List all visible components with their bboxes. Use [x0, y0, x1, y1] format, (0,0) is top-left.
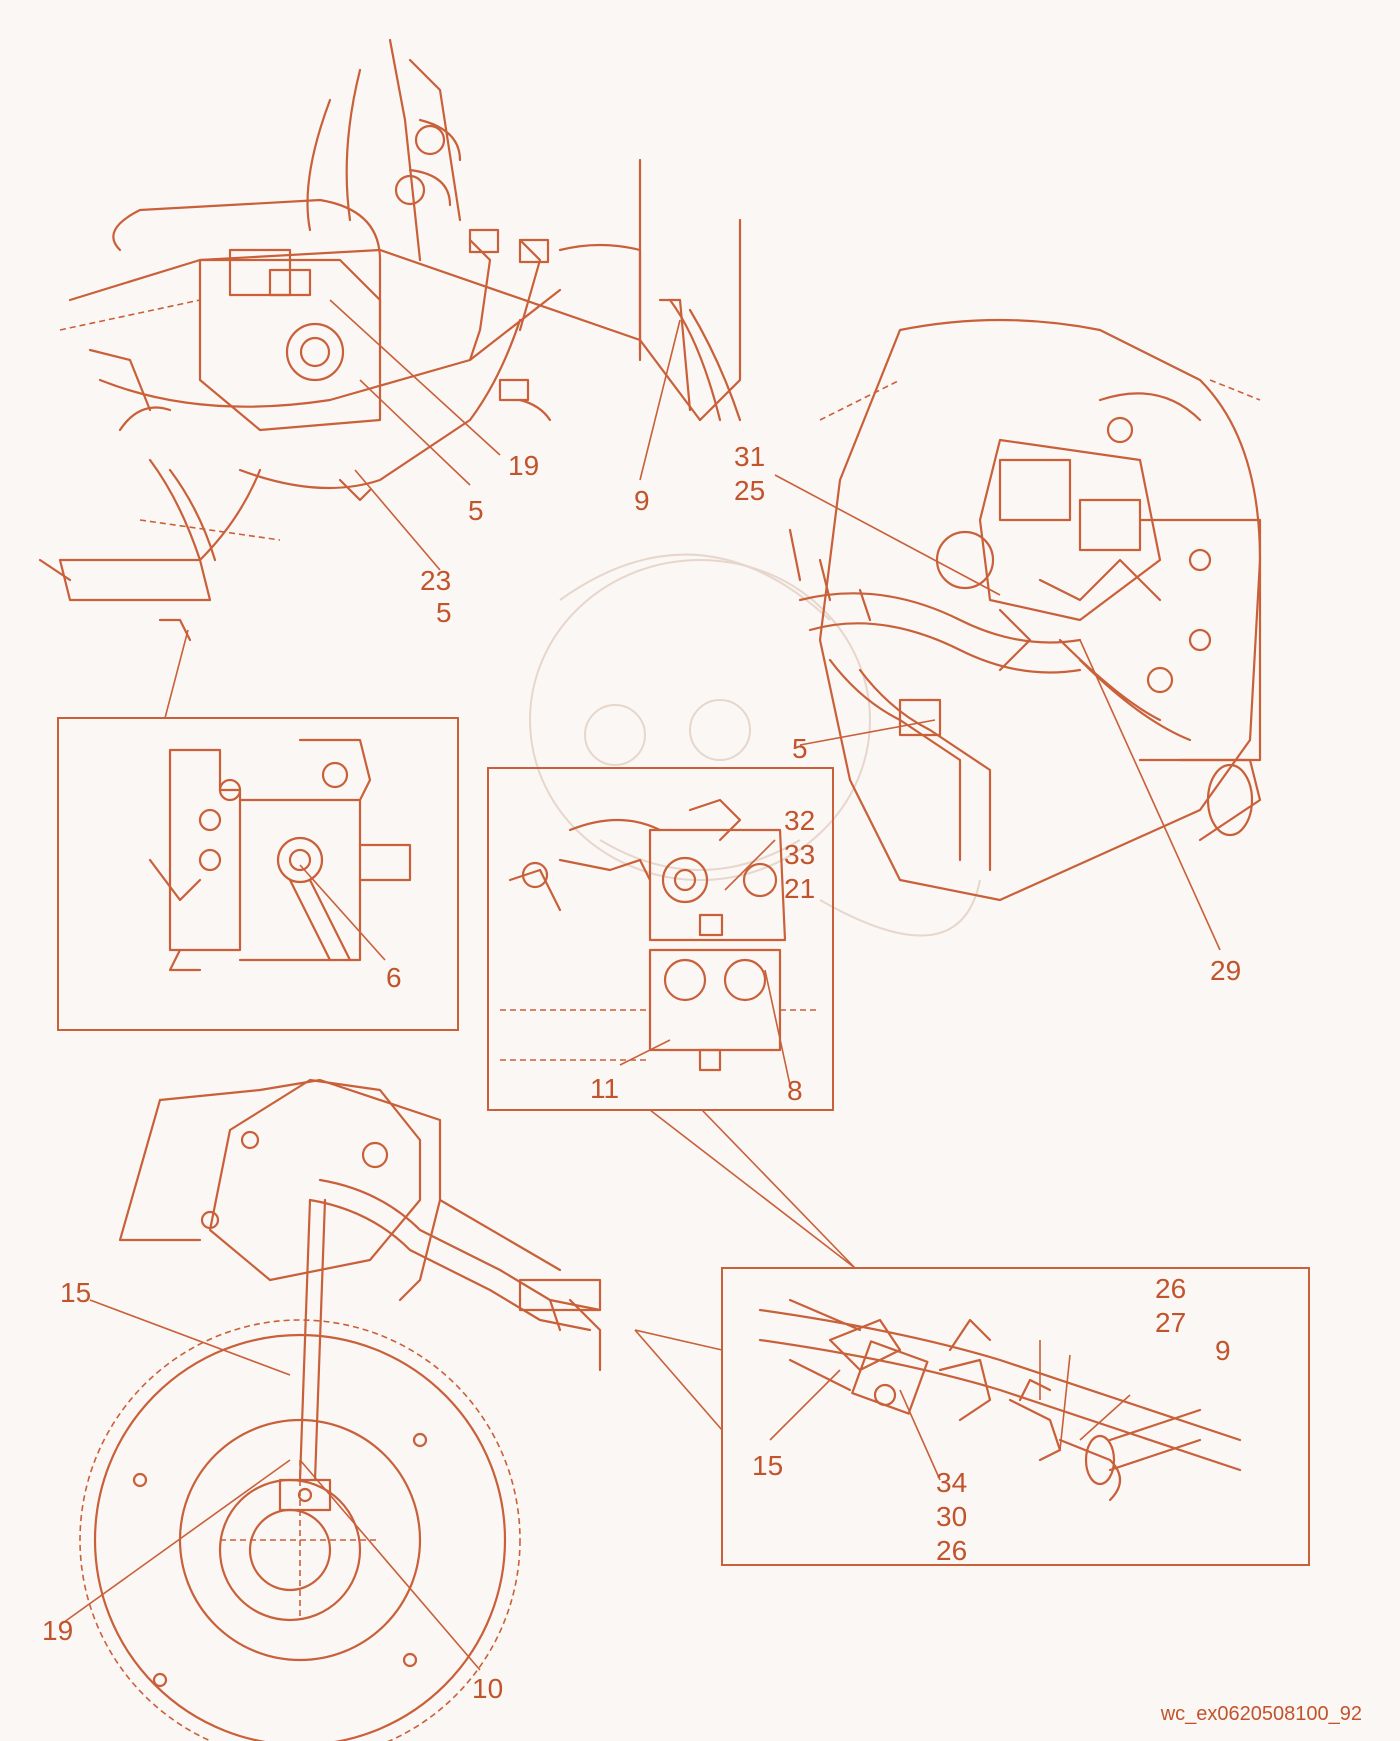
callout-5: 5	[468, 495, 484, 526]
inset-manifold-detail	[487, 767, 834, 1111]
drawing-pump-assembly	[38, 38, 742, 642]
callout-19: 19	[42, 1615, 73, 1646]
view-connectors	[164, 629, 856, 1431]
inset-pump-detail	[57, 717, 459, 1031]
callout-30: 30	[936, 1501, 967, 1532]
callout-8: 8	[787, 1075, 803, 1106]
callout-23: 23	[420, 565, 451, 596]
callout-29: 29	[1210, 955, 1241, 986]
callout-9: 9	[634, 485, 650, 516]
callout-34: 34	[936, 1467, 967, 1498]
drawing-hose-connection	[758, 1298, 1242, 1502]
callout-32: 32	[784, 805, 815, 836]
callout-6: 6	[386, 962, 402, 993]
drawing-pump-detail	[148, 738, 412, 972]
callout-15: 15	[752, 1450, 783, 1481]
callout-15: 15	[60, 1277, 91, 1308]
callout-11: 11	[590, 1073, 619, 1104]
callout-19: 19	[508, 450, 539, 481]
callout-33: 33	[784, 839, 815, 870]
callout-5: 5	[436, 597, 452, 628]
watermark-mascot	[529, 553, 981, 937]
callout-labels: 19 5 9 23 5 31 25 5 29 6 32 33 21 11 8 1…	[42, 441, 1241, 1704]
callout-26: 26	[1155, 1273, 1186, 1304]
callout-27: 27	[1155, 1307, 1186, 1338]
drawing-drum-assembly	[79, 1078, 602, 1741]
leader-lines	[59, 299, 1221, 1671]
callout-31: 31	[734, 441, 765, 472]
callout-9: 9	[1215, 1335, 1231, 1366]
callout-25: 25	[734, 475, 765, 506]
callout-5: 5	[792, 733, 808, 764]
drawing-valve-block	[788, 318, 1262, 902]
drawing-code: wc_ex0620508100_92	[1160, 1703, 1362, 1725]
callout-10: 10	[472, 1673, 503, 1704]
callout-21: 21	[784, 873, 815, 904]
drawing-manifold-detail	[500, 798, 820, 1072]
inset-hose-connection	[721, 1267, 1310, 1566]
callout-26: 26	[936, 1535, 967, 1566]
